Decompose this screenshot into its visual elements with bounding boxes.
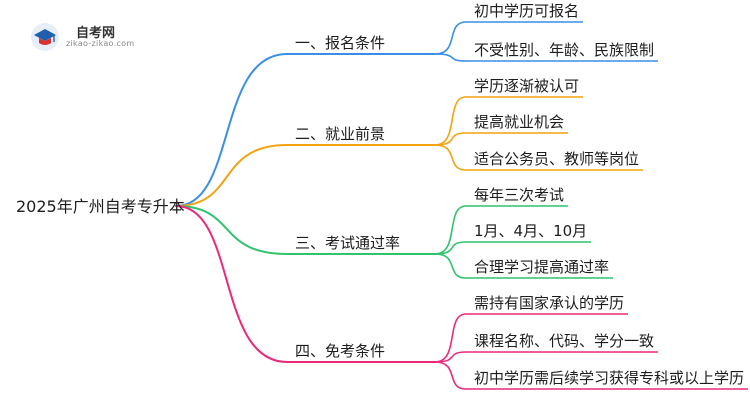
leaf-connector-4-1 (434, 313, 467, 363)
leaf-topic-2-1: 学历逐渐被认可 (474, 77, 580, 95)
branch-connector-3 (175, 205, 288, 255)
leaf-topic-2-3: 适合公务员、教师等岗位 (474, 150, 640, 168)
leaf-connector-3-3 (434, 253, 467, 279)
leaf-topic-4-1: 需持有国家承认的学历 (474, 294, 625, 312)
leaf-topic-3-3: 合理学习提高通过率 (474, 258, 610, 276)
branch-connector-4 (175, 205, 288, 363)
root-topic: 2025年广州自考专升本 (16, 197, 185, 216)
leaf-topic-1-1: 初中学历可报名 (474, 2, 580, 20)
leaf-connector-1-2 (434, 53, 467, 62)
logo-name: 自考网 (76, 26, 116, 41)
leaf-topic-1-2: 不受性别、年龄、民族限制 (474, 41, 655, 59)
logo-url: zikao-zikao.com (66, 39, 135, 48)
leaf-topic-3-2: 1月、4月、10月 (474, 222, 588, 240)
leaf-connector-4-3 (434, 361, 467, 390)
branch-connector-1 (175, 53, 288, 207)
leaf-connector-1-1 (434, 21, 467, 55)
branch-topic-3: 三、考试通过率 (295, 234, 401, 252)
leaf-topic-2-2: 提高就业机会 (474, 113, 565, 131)
leaf-connector-4-2 (434, 351, 467, 363)
branch-topic-1: 一、报名条件 (295, 34, 386, 52)
leaf-connector-2-2 (434, 132, 467, 146)
leaf-connector-3-1 (434, 205, 467, 255)
leaf-topic-4-2: 课程名称、代码、学分一致 (474, 332, 655, 350)
leaf-topic-4-3: 初中学历需后续学习获得专科或以上学历 (474, 369, 745, 387)
leaf-topic-3-1: 每年三次考试 (474, 186, 565, 204)
site-logo[interactable]: 自考网 zikao-zikao.com (30, 20, 170, 56)
leaf-connector-3-2 (434, 241, 467, 255)
graduation-cap-icon (31, 23, 59, 51)
branch-topic-2: 二、就业前景 (295, 125, 386, 143)
branch-topic-4: 四、免考条件 (295, 342, 386, 360)
leaf-connector-2-3 (434, 144, 467, 171)
branch-connector-2 (175, 144, 288, 207)
leaf-connector-2-1 (434, 96, 467, 146)
